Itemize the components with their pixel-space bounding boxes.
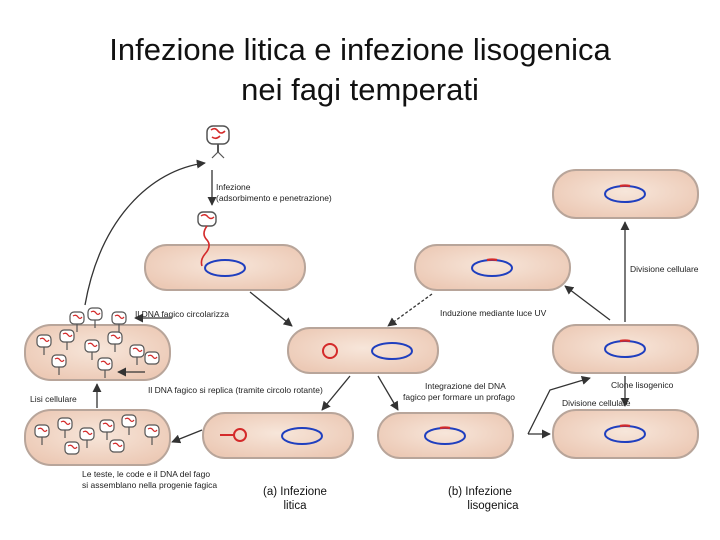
caption-lytic-line1: (a) Infezione: [263, 486, 327, 498]
cell-induction: [414, 244, 571, 291]
lysing-cell-top: [24, 307, 171, 381]
caption-lysogenic-line2: lisogenica: [467, 500, 519, 512]
cell-replicating: [202, 412, 354, 459]
arrow-to-circularize: [249, 291, 293, 327]
label-infection-line2: (adsorbimento e penetrazione): [216, 192, 332, 203]
label-infection: Infezione (adsorbimento e penetrazione): [216, 182, 332, 203]
label-replicate: Il DNA fagico si replica (tramite circol…: [148, 385, 323, 395]
arrow-to-integration: [377, 375, 399, 411]
label-division-top: Divisione cellulare: [630, 264, 699, 274]
free-phage-icon: [206, 125, 230, 159]
cell-circularized: [287, 327, 439, 374]
arrow-uv-induction: [387, 293, 433, 327]
label-infection-line1: Infezione: [216, 182, 251, 192]
label-circularize: Il DNA fagico circolarizza: [135, 309, 230, 319]
label-assembly: Le teste, le code e il DNA del fago si a…: [82, 469, 217, 490]
label-lysis: Lisi cellulare: [30, 394, 77, 404]
release-arrow: [84, 159, 206, 306]
label-integration-line2: fagico per formare un profago: [403, 391, 515, 402]
label-division-bottom: Divisione cellulare: [562, 398, 631, 408]
caption-lytic-line2: litica: [283, 500, 307, 512]
label-lysogenic-clone: Clone lisogenico: [611, 380, 674, 390]
label-integration: Integrazione del DNA fagico per formare …: [403, 381, 515, 402]
cell-prophage: [377, 412, 514, 459]
label-integration-line1: Integrazione del DNA: [425, 381, 506, 391]
lysing-cell-bottom: [24, 409, 171, 466]
cell-clone-top: [552, 169, 699, 219]
caption-lytic: (a) Infezione litica: [245, 485, 345, 513]
page-title: Infezione litica e infezione lisogenica …: [0, 30, 720, 110]
cell-clone-middle: [552, 324, 699, 374]
arrow-replicate-to-lysis: [171, 429, 203, 444]
label-assembly-line1: Le teste, le code e il DNA del fago: [82, 469, 211, 479]
caption-lysogenic: (b) Infezione lisogenica: [430, 485, 530, 513]
cell-clone-bottom: [552, 409, 699, 459]
arrow-clone-to-induction: [564, 285, 611, 321]
cell-infected: [144, 211, 306, 291]
label-assembly-line2: si assemblano nella progenie fagica: [82, 479, 218, 490]
caption-lysogenic-line1: (b) Infezione: [448, 486, 512, 498]
label-uv-induction: Induzione mediante luce UV: [440, 308, 547, 318]
arrow-prophage-to-clone: [527, 375, 591, 435]
title-line-2: nei fagi temperati: [241, 72, 479, 107]
title-line-1: Infezione litica e infezione lisogenica: [109, 32, 611, 67]
arrow-to-replicate: [321, 375, 351, 411]
